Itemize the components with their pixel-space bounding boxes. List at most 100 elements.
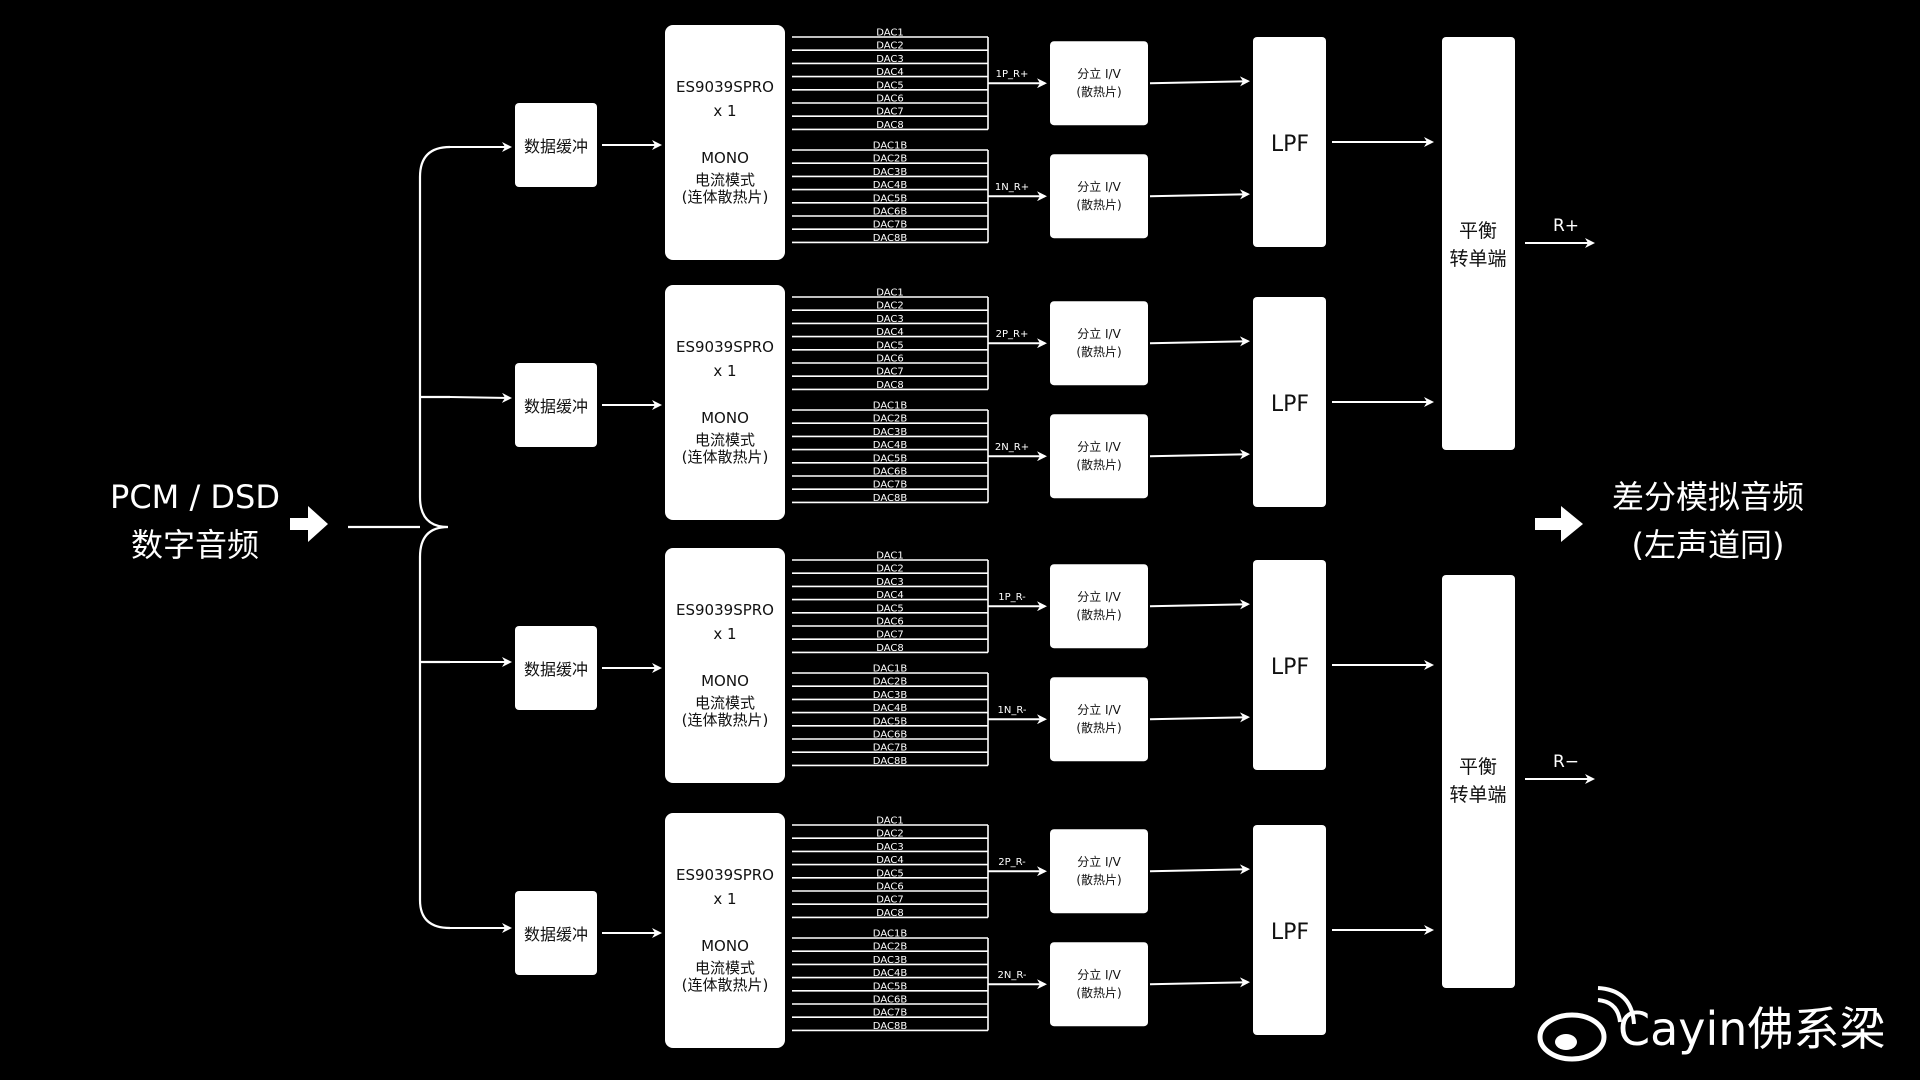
dac-channel-label: DAC3: [876, 842, 904, 853]
iv-label-line2: (散热片): [1076, 720, 1121, 735]
dac-channel-label: DAC6B: [873, 207, 908, 218]
dac-channel-label: DAC1B: [873, 141, 908, 152]
dac-channel-label: DAC8: [876, 120, 904, 131]
dac-channel-label: DAC3: [876, 577, 904, 588]
dac-channel-label: DAC1: [876, 551, 904, 562]
dac-chip-box: [665, 25, 785, 260]
dac-channel-label: DAC4: [876, 855, 904, 866]
dac-channel-label: DAC3B: [873, 955, 908, 966]
dac-channel-label: DAC6: [876, 94, 904, 105]
dac-chip-cooling: (连体散热片): [682, 711, 769, 729]
lpf-label: LPF: [1271, 920, 1309, 945]
dac-chip-cooling: (连体散热片): [682, 188, 769, 206]
dac-chip-name: ES9039SPRO: [676, 338, 774, 356]
lpf-box: [1253, 37, 1326, 247]
iv-to-lpf-arrow: [1149, 599, 1250, 610]
iv-to-lpf-arrow: [1149, 864, 1250, 875]
balanced-box: [1442, 37, 1515, 450]
balanced-label-line1: 平衡: [1459, 756, 1497, 778]
lpf-box: [1253, 297, 1326, 507]
signal-label: 2P_R+: [996, 329, 1029, 340]
dac-bus-b: DAC1BDAC2BDAC3BDAC4BDAC5BDAC6BDAC7BDAC8B…: [792, 664, 1250, 767]
dac-channel-label: DAC6B: [873, 467, 908, 478]
iv-box: [1050, 41, 1148, 126]
dac-channel-label: DAC8B: [873, 233, 908, 244]
dac-channel-label: DAC5: [876, 80, 904, 91]
dac-channel-label: DAC5: [876, 603, 904, 614]
dac-channel-label: DAC8B: [873, 1021, 908, 1032]
dac-channel-label: DAC5B: [873, 193, 908, 204]
iv-label-line2: (散热片): [1076, 344, 1121, 359]
iv-label-line1: 分立 I/V: [1077, 854, 1121, 869]
dac-bus-a: DAC1DAC2DAC3DAC4DAC5DAC6DAC7DAC82P_R-分立 …: [792, 816, 1250, 919]
input-label-line1: PCM / DSD: [110, 478, 280, 516]
dac-chip-mode: MONO: [701, 672, 749, 690]
dac-channel-label: DAC4: [876, 67, 904, 78]
output-label-line1: 差分模拟音频: [1612, 478, 1804, 516]
dac-channel-label: DAC2: [876, 829, 904, 840]
dac-channel-label: DAC4B: [873, 968, 908, 979]
iv-box: [1050, 829, 1148, 914]
dac-chip-mode-desc: 电流模式: [695, 171, 755, 189]
buffer-label: 数据缓冲: [524, 925, 588, 944]
iv-label-line1: 分立 I/V: [1077, 66, 1121, 81]
iv-label-line2: (散热片): [1076, 457, 1121, 472]
dac-channel-label: DAC8: [876, 643, 904, 654]
dac-channel-label: DAC3B: [873, 167, 908, 178]
signal-label: 1N_R+: [995, 182, 1029, 193]
balanced-box: [1442, 575, 1515, 988]
dac-channel-label: DAC2B: [873, 414, 908, 425]
dac-bus-b: DAC1BDAC2BDAC3BDAC4BDAC5BDAC6BDAC7BDAC8B…: [792, 401, 1250, 504]
input-label-line2: 数字音频: [131, 526, 259, 564]
dac-chip-name: ES9039SPRO: [676, 78, 774, 96]
dac-channel-label: DAC3: [876, 314, 904, 325]
dac-channel-label: DAC7: [876, 630, 904, 641]
iv-box: [1050, 942, 1148, 1027]
dac-channel-label: DAC1: [876, 816, 904, 827]
balanced-label-line2: 转单端: [1449, 248, 1506, 270]
dac-channel-label: DAC1B: [873, 929, 908, 940]
dac-channel-label: DAC6B: [873, 995, 908, 1006]
buffer-box: [515, 891, 597, 975]
dac-channel-label: DAC7: [876, 107, 904, 118]
dac-channel-label: DAC7B: [873, 743, 908, 754]
iv-label-line1: 分立 I/V: [1077, 702, 1121, 717]
dac-channel-label: DAC1: [876, 28, 904, 39]
signal-label: 1P_R+: [996, 69, 1029, 80]
dac-channel-label: DAC2B: [873, 942, 908, 953]
input-arrow: [290, 506, 328, 542]
watermark-text: Cayin佛系梁: [1618, 1002, 1885, 1056]
dac-channel-label: DAC8: [876, 380, 904, 391]
output-signal-label: R−: [1553, 752, 1579, 772]
iv-label-line2: (散热片): [1076, 607, 1121, 622]
dac-channel-label: DAC7: [876, 367, 904, 378]
iv-label-line1: 分立 I/V: [1077, 326, 1121, 341]
iv-label-line1: 分立 I/V: [1077, 179, 1121, 194]
buffer-label: 数据缓冲: [524, 137, 588, 156]
dac-channel-label: DAC7B: [873, 1008, 908, 1019]
dac-channel-label: DAC6: [876, 882, 904, 893]
dac-chip-mode: MONO: [701, 937, 749, 955]
dac-channel-label: DAC2: [876, 41, 904, 52]
dac-chip-count: x 1: [713, 102, 736, 120]
dac-bus-b: DAC1BDAC2BDAC3BDAC4BDAC5BDAC6BDAC7BDAC8B…: [792, 929, 1250, 1032]
dac-channel-label: DAC2: [876, 301, 904, 312]
dac-chip-mode: MONO: [701, 149, 749, 167]
lpf-label: LPF: [1271, 655, 1309, 680]
iv-to-lpf-arrow: [1149, 189, 1250, 200]
dac-channel-label: DAC1: [876, 288, 904, 299]
dac-chip-cooling: (连体散热片): [682, 448, 769, 466]
dac-channel-label: DAC5: [876, 340, 904, 351]
dac-chip-count: x 1: [713, 890, 736, 908]
iv-box: [1050, 154, 1148, 239]
iv-to-lpf-arrow: [1149, 977, 1250, 988]
signal-label: 1N_R-: [998, 705, 1027, 716]
iv-label-line2: (散热片): [1076, 872, 1121, 887]
dac-bus-a: DAC1DAC2DAC3DAC4DAC5DAC6DAC7DAC82P_R+分立 …: [792, 288, 1250, 391]
iv-label-line1: 分立 I/V: [1077, 589, 1121, 604]
dac-chip-box: [665, 548, 785, 783]
dac-bus-a: DAC1DAC2DAC3DAC4DAC5DAC6DAC7DAC81P_R+分立 …: [792, 28, 1250, 131]
lpf-label: LPF: [1271, 132, 1309, 157]
